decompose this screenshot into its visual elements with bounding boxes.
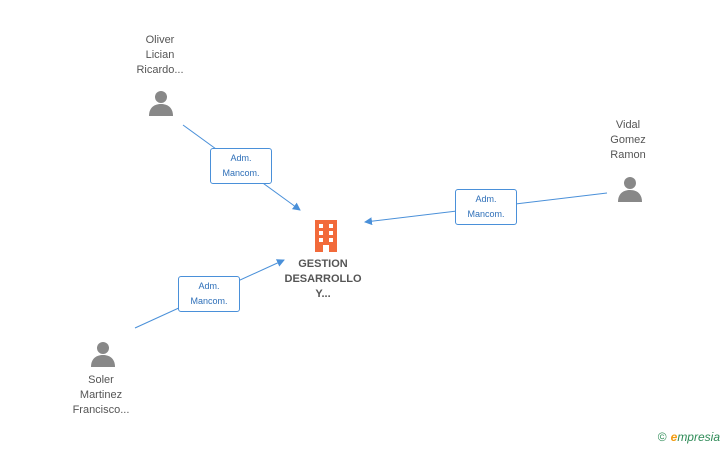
company-name[interactable]: GESTION DESARROLLO Y... <box>273 257 373 302</box>
person-node-soler[interactable]: Soler Martinez Francisco... <box>46 373 156 418</box>
person-node-oliver[interactable]: Oliver Lician Ricardo... <box>105 33 215 78</box>
person-name-line: Martinez <box>79 389 123 401</box>
person-name-line: Lician <box>145 49 175 61</box>
relation-badge-oliver[interactable]: Adm. Mancom. <box>210 148 272 184</box>
logo-initial: e <box>670 430 678 444</box>
empresia-logo[interactable]: ©empresia <box>658 430 720 444</box>
company-name-line: DESARROLLO <box>284 273 362 285</box>
relation-label-line: Mancom. <box>467 209 505 219</box>
relation-label-line: Mancom. <box>190 296 228 306</box>
logo-text: mpresia <box>677 430 720 444</box>
relation-label-line: Mancom. <box>222 168 260 178</box>
relation-label-line: Adm. <box>475 194 497 204</box>
person-node-vidal[interactable]: Vidal Gomez Ramon <box>573 118 683 163</box>
relation-label-line: Adm. <box>198 281 220 291</box>
person-name-line: Gomez <box>610 134 646 146</box>
copyright-icon: © <box>657 430 667 444</box>
relation-badge-soler[interactable]: Adm. Mancom. <box>178 276 240 312</box>
company-name-line: GESTION <box>298 258 348 270</box>
person-name-line: Vidal <box>615 119 641 131</box>
person-name-line: Ricardo... <box>136 64 184 76</box>
person-icon[interactable] <box>146 88 176 118</box>
relation-label-line: Adm. <box>230 153 252 163</box>
person-name-line: Francisco... <box>72 404 130 416</box>
building-icon[interactable] <box>311 218 341 254</box>
person-icon[interactable] <box>615 174 645 204</box>
company-name-line: Y... <box>315 288 331 300</box>
person-name-line: Soler <box>88 374 114 386</box>
relation-badge-vidal[interactable]: Adm. Mancom. <box>455 189 517 225</box>
person-icon[interactable] <box>88 339 118 369</box>
person-name-line: Ramon <box>610 149 646 161</box>
person-name-line: Oliver <box>145 34 175 46</box>
